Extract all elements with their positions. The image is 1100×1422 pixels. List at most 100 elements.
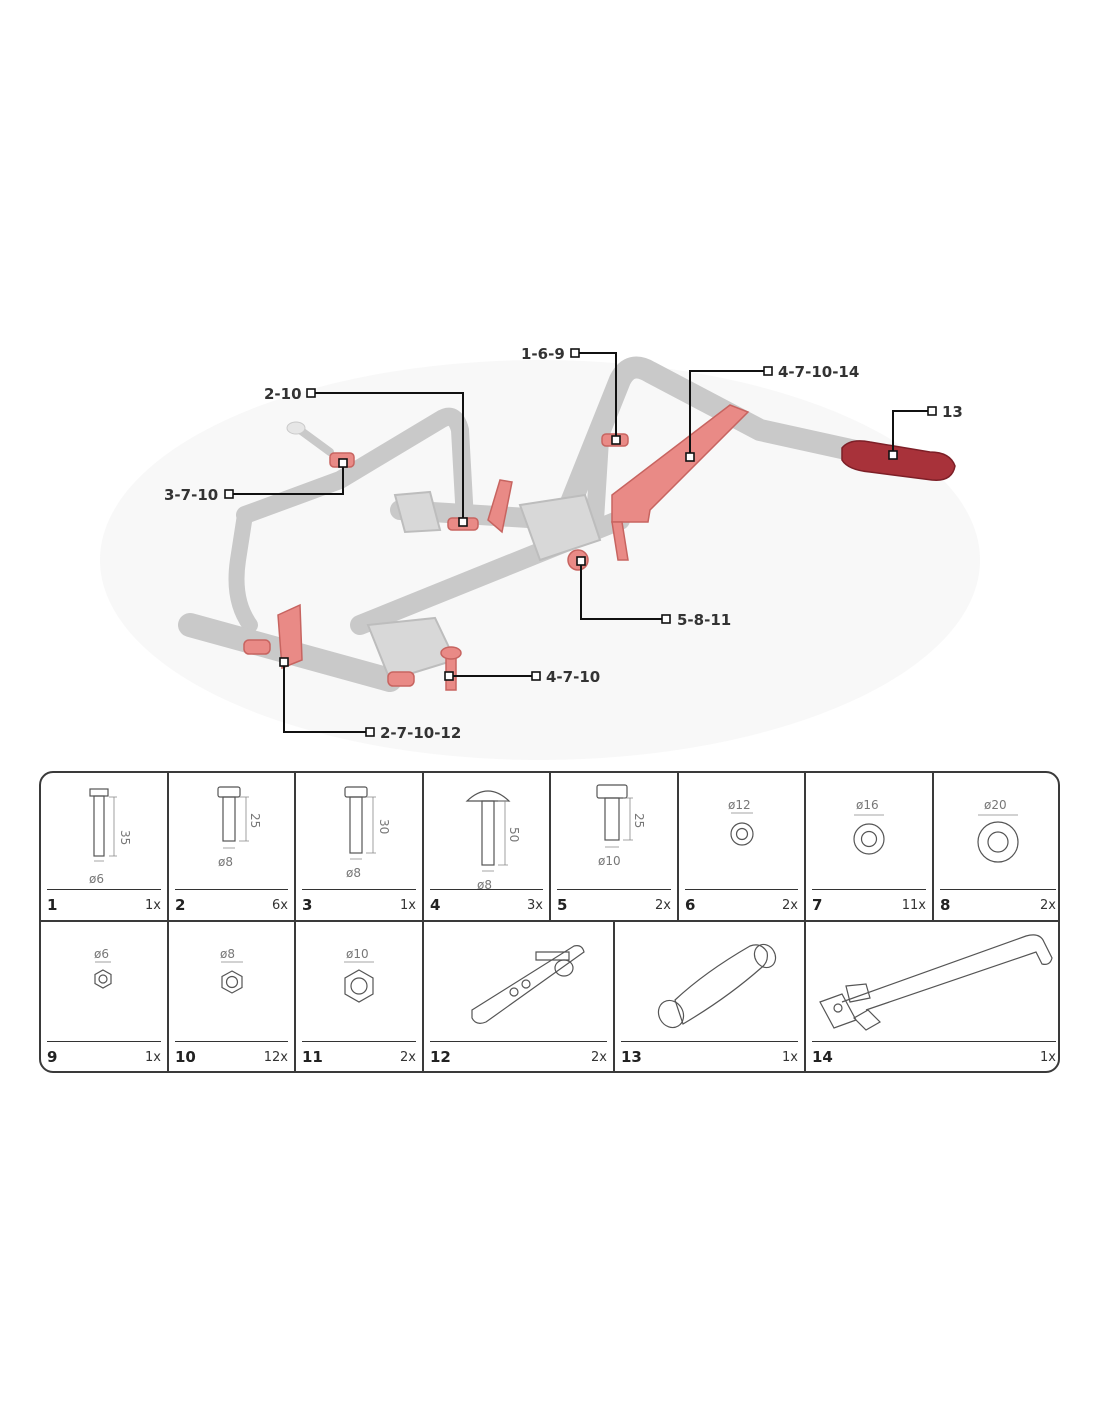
- part-highlight-2-7-10-12: [277, 603, 303, 670]
- callout-2-10: 2-10: [264, 385, 302, 403]
- svg-text:ø16: ø16: [856, 798, 879, 812]
- part-quantity: 2x: [1040, 898, 1056, 913]
- col-divider: [294, 921, 296, 1071]
- part-cell-2: 25 ø8 2 6x: [169, 773, 294, 920]
- col-divider: [804, 921, 806, 1071]
- callout-13: 13: [942, 403, 963, 421]
- stroller-frame: [178, 356, 871, 692]
- cell-underline: [685, 889, 798, 890]
- part-cell-11: ø10 11 2x: [296, 922, 422, 1071]
- col-divider: [677, 773, 679, 921]
- bracket-plate-icon: [471, 945, 585, 1024]
- svg-text:ø6: ø6: [89, 872, 104, 886]
- part-number: 14: [812, 1048, 833, 1066]
- cell-underline: [430, 1041, 607, 1042]
- part-highlight-bracket: [487, 479, 513, 534]
- callout-4-7-10: 4-7-10: [546, 668, 600, 686]
- part-cell-9: ø6 9 1x: [41, 922, 167, 1071]
- svg-text:ø10: ø10: [598, 854, 621, 868]
- part-cell-4: 50 ø8 4 3x: [424, 773, 549, 920]
- col-divider: [804, 773, 806, 921]
- cell-underline: [175, 889, 288, 890]
- part-quantity: 1x: [145, 898, 161, 913]
- parts-table: 35 ø6 1 1x 25 ø8 2 6x 30 ø8: [39, 771, 1060, 1073]
- svg-text:ø12: ø12: [728, 798, 751, 812]
- leader-anchors: [224, 348, 937, 737]
- part-quantity: 1x: [1040, 1050, 1056, 1065]
- callout-5-8-11: 5-8-11: [677, 611, 731, 629]
- bolt-icon: 30 ø8: [344, 786, 391, 880]
- cell-underline: [302, 889, 416, 890]
- part-quantity: 2x: [655, 898, 671, 913]
- part-quantity: 2x: [591, 1050, 607, 1065]
- col-divider: [549, 773, 551, 921]
- nut-icon: ø6: [94, 947, 112, 989]
- col-divider: [613, 921, 615, 1071]
- svg-text:50: 50: [507, 827, 521, 842]
- handle-grip-icon: [657, 943, 777, 1029]
- svg-text:25: 25: [632, 813, 646, 828]
- part-cell-7: ø16 7 11x: [806, 773, 932, 920]
- part-number: 4: [430, 896, 441, 914]
- cell-underline: [47, 889, 161, 890]
- part-cell-8: ø20 8 2x: [934, 773, 1058, 920]
- svg-text:ø20: ø20: [984, 798, 1007, 812]
- col-divider: [294, 773, 296, 921]
- col-divider: [167, 921, 169, 1071]
- col-divider: [422, 773, 424, 921]
- washer-icon: ø12: [728, 798, 754, 846]
- part-cell-1: 35 ø6 1 1x: [41, 773, 167, 920]
- svg-text:ø8: ø8: [218, 855, 233, 869]
- callout-4-7-10-14: 4-7-10-14: [778, 363, 859, 381]
- cell-underline: [302, 1041, 416, 1042]
- callout-2-7-10-12: 2-7-10-12: [380, 724, 461, 742]
- bolt-icon: 25 ø8: [217, 786, 262, 869]
- part-quantity: 1x: [145, 1050, 161, 1065]
- part-number: 7: [812, 896, 823, 914]
- part-number: 5: [557, 896, 568, 914]
- part-quantity: 6x: [272, 898, 288, 913]
- handle-grip: [841, 440, 956, 481]
- cell-underline: [812, 1041, 1056, 1042]
- part-number: 6: [685, 896, 696, 914]
- cell-underline: [557, 889, 671, 890]
- col-divider: [167, 773, 169, 921]
- part-quantity: 12x: [263, 1050, 288, 1065]
- washer-icon: ø16: [853, 798, 885, 855]
- washer-icon: ø20: [977, 798, 1019, 863]
- part-number: 8: [940, 896, 951, 914]
- part-number: 9: [47, 1048, 58, 1066]
- part-cell-6: ø12 6 2x: [679, 773, 804, 920]
- row-divider: [41, 920, 1058, 922]
- svg-text:35: 35: [118, 830, 132, 845]
- callout-1-6-9: 1-6-9: [521, 345, 565, 363]
- svg-text:ø8: ø8: [220, 947, 235, 961]
- part-number: 13: [621, 1048, 642, 1066]
- bolt-icon: 35 ø6: [89, 788, 132, 886]
- part-cell-5: 25 ø10 5 2x: [551, 773, 677, 920]
- part-cell-13: 13 1x: [615, 922, 804, 1071]
- svg-text:ø6: ø6: [94, 947, 109, 961]
- col-divider: [422, 921, 424, 1071]
- part-number: 10: [175, 1048, 196, 1066]
- part-number: 2: [175, 896, 186, 914]
- cell-underline: [812, 889, 926, 890]
- push-bar-icon: [819, 934, 1053, 1031]
- nut-icon: ø10: [344, 947, 374, 1003]
- col-divider: [932, 773, 934, 921]
- part-number: 1: [47, 896, 58, 914]
- cell-underline: [175, 1041, 288, 1042]
- svg-text:30: 30: [377, 819, 391, 834]
- cell-underline: [940, 889, 1056, 890]
- callout-3-7-10: 3-7-10: [164, 486, 218, 504]
- part-quantity: 1x: [400, 898, 416, 913]
- part-highlight-clamp: [611, 521, 629, 561]
- part-quantity: 11x: [901, 898, 926, 913]
- part-number: 3: [302, 896, 313, 914]
- nut-icon: ø8: [220, 947, 243, 994]
- svg-text:ø10: ø10: [346, 947, 369, 961]
- svg-text:25: 25: [248, 813, 262, 828]
- part-cell-3: 30 ø8 3 1x: [296, 773, 422, 920]
- leader-lines: [229, 352, 932, 733]
